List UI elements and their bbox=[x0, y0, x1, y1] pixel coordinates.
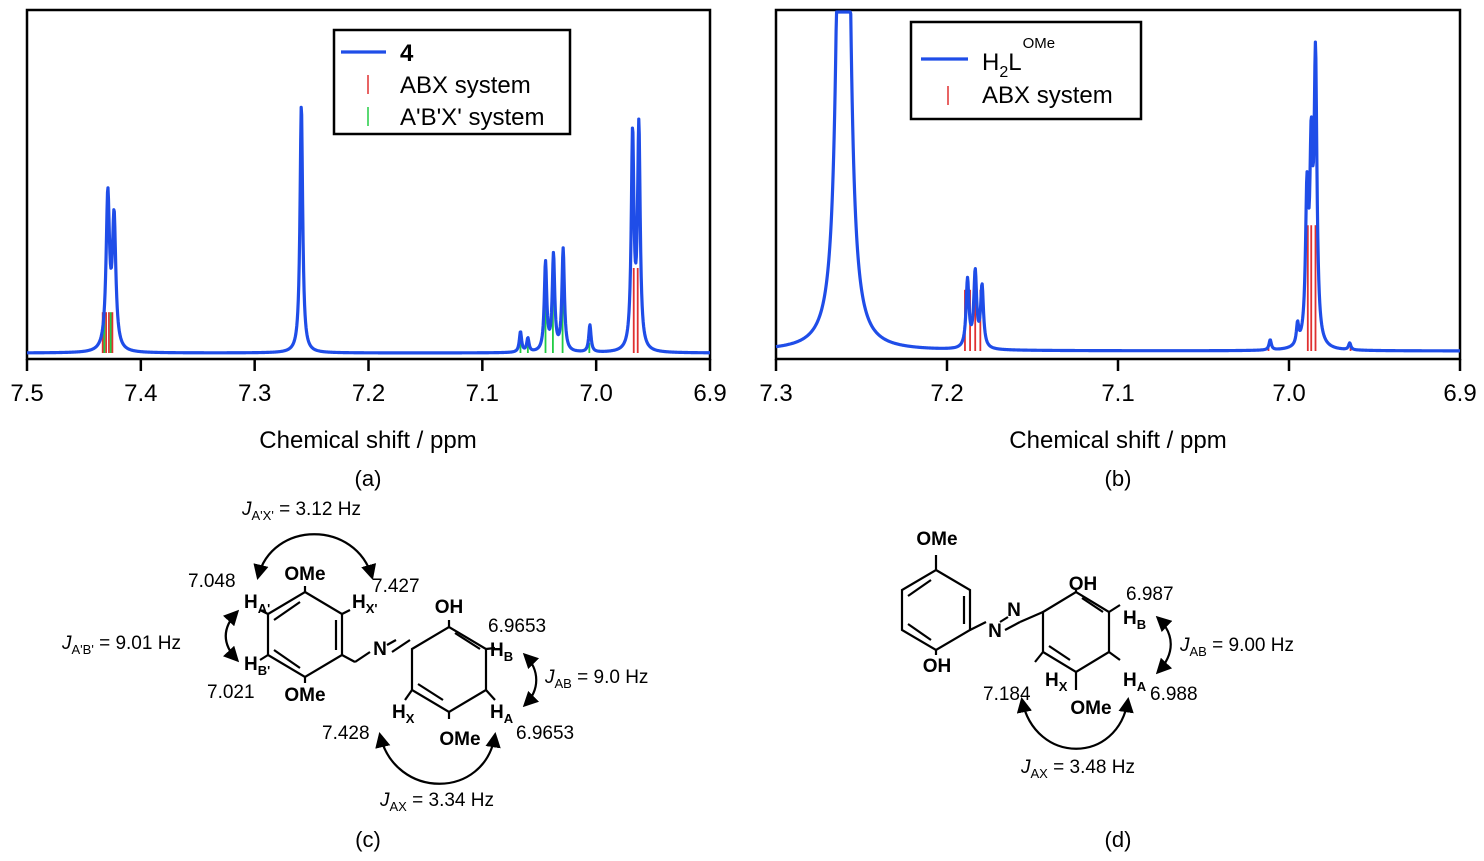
x-tick-label: 7.2 bbox=[352, 380, 385, 407]
ome-label: OMe bbox=[284, 685, 325, 706]
coupling-label-ab: JAB = 9.0 Hz bbox=[544, 667, 648, 691]
proton-label-b: HB bbox=[490, 640, 513, 664]
proton-label-x: HX bbox=[392, 702, 415, 726]
x-axis-ticks-a: 7.5 7.4 7.3 7.2 7.1 7.0 6.9 bbox=[10, 359, 727, 407]
shift-value: 7.184 bbox=[983, 684, 1031, 705]
ome-label: OMe bbox=[1070, 698, 1111, 719]
proton-label-b: HB bbox=[1123, 608, 1146, 632]
x-tick-label: 7.5 bbox=[10, 380, 43, 407]
proton-label-b1: HB' bbox=[244, 654, 270, 678]
left-benzene-ring bbox=[259, 586, 411, 683]
x-tick-label: 6.9 bbox=[693, 380, 726, 407]
coupling-arrow-ab bbox=[522, 652, 540, 708]
shift-value: 7.427 bbox=[372, 576, 420, 597]
panel-label-a: (a) bbox=[355, 466, 382, 491]
coupling-arrow-a1x1 bbox=[253, 533, 377, 580]
x-tick-label: 6.9 bbox=[1443, 380, 1476, 407]
coupling-label-ab: JAB = 9.00 Hz bbox=[1179, 635, 1294, 659]
panel-label-b: (b) bbox=[1105, 466, 1132, 491]
coupling-arrow-a1b1 bbox=[222, 609, 240, 663]
x-tick-label: 7.3 bbox=[759, 380, 792, 407]
x-axis-label-b: Chemical shift / ppm bbox=[1009, 427, 1226, 454]
azo-n-label: N bbox=[373, 639, 387, 660]
ome-label: OMe bbox=[916, 529, 957, 550]
x-tick-label: 7.1 bbox=[466, 380, 499, 407]
legend-label-abx: ABX system bbox=[982, 82, 1113, 109]
spectrum-panel-a: 7.5 7.4 7.3 7.2 7.1 7.0 6.9 Chemical shift / p… bbox=[10, 8, 727, 491]
legend-label-series: 4 bbox=[400, 40, 414, 67]
coupling-arrow-ax bbox=[1016, 696, 1134, 750]
panel-label-d: (d) bbox=[1105, 827, 1132, 852]
structure-panel-c: JA'X' = 3.12 Hz JA'B' = 9.01 Hz JAB = 9.… bbox=[61, 499, 648, 852]
x-axis-ticks-b: 7.3 7.2 7.1 7.0 6.9 bbox=[759, 359, 1477, 407]
x-tick-label: 7.0 bbox=[1272, 380, 1305, 407]
legend-label-abx2: A'B'X' system bbox=[400, 104, 544, 131]
proton-label-a: HA bbox=[1123, 670, 1147, 694]
coupling-label-ax: JAX = 3.48 Hz bbox=[1020, 757, 1135, 781]
coupling-arrow-ab bbox=[1155, 615, 1173, 675]
right-benzene-ring bbox=[1019, 590, 1121, 690]
stick-spectrum-a bbox=[101, 268, 639, 353]
right-benzene-ring bbox=[404, 620, 496, 719]
spectrum-line-h2l-ome bbox=[774, 10, 1462, 353]
coupling-label-a1b1: JA'B' = 9.01 Hz bbox=[61, 633, 181, 657]
ome-label: OMe bbox=[284, 564, 325, 585]
x-tick-label: 7.1 bbox=[1101, 380, 1134, 407]
x-tick-label: 7.2 bbox=[930, 380, 963, 407]
legend-box-a bbox=[332, 28, 572, 136]
legend-a: 4 ABX system A'B'X' system bbox=[332, 28, 572, 136]
legend-label-series: H2LOMe bbox=[982, 35, 1055, 81]
shift-value: 6.9653 bbox=[516, 723, 574, 744]
azo-n-label: N bbox=[1007, 600, 1021, 621]
proton-label-a1: HA' bbox=[244, 592, 270, 616]
x-axis-label-a: Chemical shift / ppm bbox=[259, 427, 476, 454]
legend-box-b bbox=[909, 20, 1143, 121]
coupling-label-a1x1: JA'X' = 3.12 Hz bbox=[241, 499, 361, 523]
ome-label: OMe bbox=[439, 729, 480, 750]
structure-panel-d: OMe OH OH OMe N N HB HA HX 6.987 6.988 7… bbox=[900, 529, 1294, 852]
oh-label: OH bbox=[435, 597, 464, 618]
shift-value: 7.048 bbox=[188, 571, 236, 592]
proton-label-x: HX bbox=[1045, 670, 1068, 694]
shift-value: 7.428 bbox=[322, 723, 370, 744]
x-tick-label: 7.0 bbox=[579, 380, 612, 407]
legend-b: H2LOMe ABX system bbox=[909, 20, 1143, 121]
x-tick-label: 7.3 bbox=[238, 380, 271, 407]
proton-label-x1: HX' bbox=[352, 592, 378, 616]
stick-spectrum-b bbox=[964, 225, 1352, 351]
azo-n-label: N bbox=[988, 621, 1002, 642]
legend-label-abx: ABX system bbox=[400, 72, 531, 99]
shift-value: 7.021 bbox=[207, 682, 255, 703]
spectrum-line-4 bbox=[25, 105, 712, 355]
shift-value: 6.987 bbox=[1126, 584, 1174, 605]
x-tick-label: 7.4 bbox=[124, 380, 157, 407]
panel-label-c: (c) bbox=[355, 827, 381, 852]
coupling-arrow-ax bbox=[375, 731, 501, 785]
oh-label: OH bbox=[1069, 574, 1098, 595]
coupling-label-ax: JAX = 3.34 Hz bbox=[379, 790, 494, 814]
spectrum-panel-b: 7.3 7.2 7.1 7.0 6.9 Chemical shift / ppm (b)… bbox=[759, 8, 1477, 491]
left-benzene-ring bbox=[900, 555, 1021, 655]
oh-label: OH bbox=[923, 656, 952, 677]
shift-value: 6.988 bbox=[1150, 684, 1198, 705]
proton-label-a: HA bbox=[490, 702, 514, 726]
shift-value: 6.9653 bbox=[488, 616, 546, 637]
